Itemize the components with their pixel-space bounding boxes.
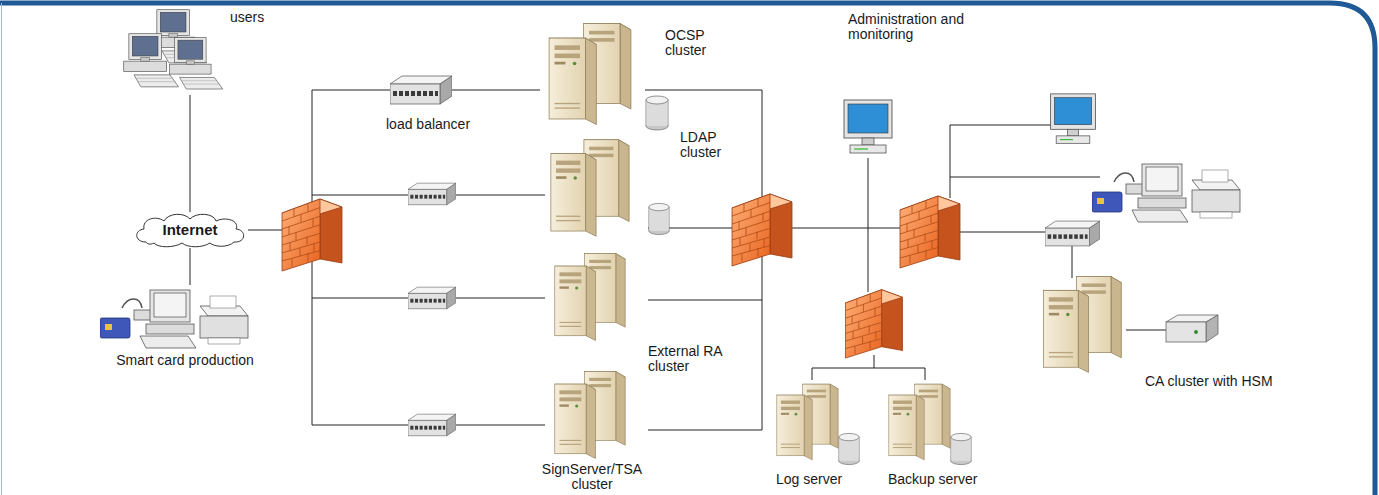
load-balancer: load balancer (390, 75, 452, 105)
firewall (732, 194, 792, 266)
smart-card-production: Smart card production (85, 285, 285, 350)
smart-card-station (100, 290, 248, 348)
connector (190, 248, 191, 285)
server-icon (889, 384, 950, 460)
load-balancer-icon (408, 414, 456, 436)
wire (455, 195, 545, 425)
node-label: Backup server (888, 472, 977, 487)
node-label: users (230, 10, 264, 25)
disk (649, 203, 669, 234)
internet-cloud: Internet (132, 212, 248, 248)
user-group: users (115, 5, 275, 95)
server-pair (555, 254, 625, 341)
node-label: Internet (132, 212, 248, 248)
firewall (900, 196, 960, 268)
connector-line (190, 95, 191, 212)
log-server: Log server (770, 376, 860, 468)
node-label: load balancer (386, 117, 470, 132)
node-label: OCSP cluster (665, 28, 729, 59)
wire (812, 158, 925, 380)
server-pair (551, 140, 629, 237)
server-cluster: OCSP cluster (540, 18, 645, 130)
server-cluster: LDAP cluster (540, 138, 645, 238)
frame (1, 3, 2, 495)
disk (951, 433, 971, 464)
admin-monitor (1051, 94, 1096, 143)
admin-monitor (844, 100, 892, 153)
frame (0, 3, 1375, 495)
node-label: Log server (776, 472, 842, 487)
user-computer (170, 38, 223, 89)
node-label: External RA cluster (648, 344, 740, 375)
connector-line (452, 90, 540, 91)
load-balancer-icon (408, 183, 456, 205)
firewall (846, 290, 903, 358)
drawing-part (1166, 322, 1206, 342)
node-label: Smart card production (85, 353, 285, 368)
backup-server: Backup server (882, 376, 972, 468)
node-label: LDAP cluster (680, 130, 742, 161)
node-label: SignServer/TSA cluster (528, 462, 656, 493)
drawing-part (1206, 315, 1218, 342)
admin-workstation: Administration and monitoring (838, 98, 898, 158)
server-pair (555, 372, 625, 459)
wire (1126, 330, 1166, 331)
server-icon (777, 384, 838, 460)
connector (190, 95, 191, 212)
drawing-part (1194, 330, 1198, 334)
firewall (282, 199, 342, 271)
load-balancer-icon (408, 287, 456, 309)
hsm-device (1166, 315, 1218, 342)
node-label: CA cluster with HSM (1145, 374, 1273, 389)
load-balancer-icon (1045, 221, 1100, 246)
node-label: Administration and monitoring (848, 12, 998, 43)
load-balancer-icon (390, 76, 452, 104)
smart-card-station (1092, 164, 1240, 222)
connector-line (190, 248, 191, 285)
server-pair (549, 24, 631, 125)
server-cluster: SignServer/TSA cluster (540, 370, 645, 460)
server-pair (1044, 277, 1122, 373)
server-cluster: External RA cluster (540, 252, 645, 342)
ca-cluster: CA cluster with HSM (1035, 272, 1130, 377)
connector (452, 90, 540, 91)
disk (646, 96, 668, 130)
user-computer (124, 34, 179, 87)
wire (248, 90, 1166, 430)
disk (839, 433, 859, 464)
wire (248, 90, 410, 425)
